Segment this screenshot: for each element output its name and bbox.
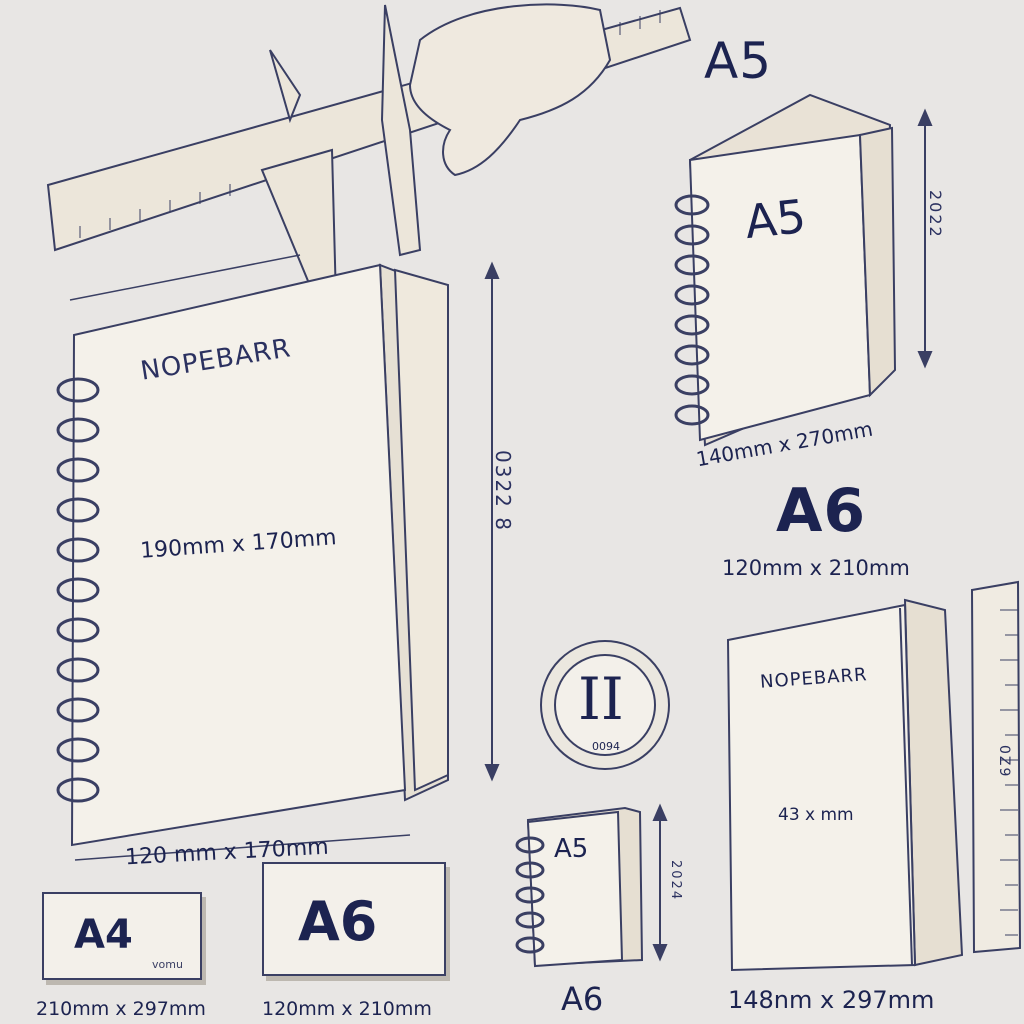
small-notebook-side-dimension: 2024 — [668, 860, 683, 902]
a6-heading-dimension: 120mm x 210mm — [722, 556, 910, 580]
tag-a4-label: A4 — [74, 912, 133, 958]
hand — [408, 3, 612, 177]
main-notebook-side-dimension: 0322 8 — [491, 450, 515, 532]
small-notebook-label: A5 — [554, 834, 589, 864]
tag-a6-label: A6 — [298, 890, 378, 953]
small-notebook-caption: A6 — [561, 980, 604, 1018]
caliper-jaws — [260, 4, 422, 307]
a5-cover-label: A5 — [742, 188, 809, 250]
tag-a6-dimension: 120mm x 210mm — [262, 998, 432, 1020]
right-notebook — [726, 598, 964, 972]
ruler-label: 0Z9 — [996, 745, 1012, 779]
right-notebook-dimension: 148nm x 297mm — [728, 986, 935, 1014]
small-dimension-arrow — [652, 803, 668, 962]
coin — [540, 640, 670, 770]
tag-a4-dimension: 210mm x 297mm — [36, 998, 206, 1020]
a5-heading: A5 — [704, 32, 773, 90]
vertical-ruler — [970, 580, 1022, 954]
tag-a4-tiny: vomu — [152, 958, 183, 971]
coin-numeral: II — [578, 665, 624, 733]
a6-heading: A6 — [776, 476, 867, 546]
small-notebook — [515, 806, 644, 968]
a5-dimension-arrow — [917, 108, 933, 369]
main-notebook — [56, 263, 450, 847]
a5-notebook — [674, 93, 897, 447]
tag-a6: A6 — [262, 862, 446, 976]
coin-bottom-text: 0094 — [592, 740, 620, 753]
a5-side-dimension: 2022 — [926, 190, 945, 239]
main-dimension-arrow — [484, 261, 500, 782]
tag-a4: A4 vomu — [42, 892, 202, 980]
right-notebook-size-label: 43 x mm — [778, 805, 854, 825]
